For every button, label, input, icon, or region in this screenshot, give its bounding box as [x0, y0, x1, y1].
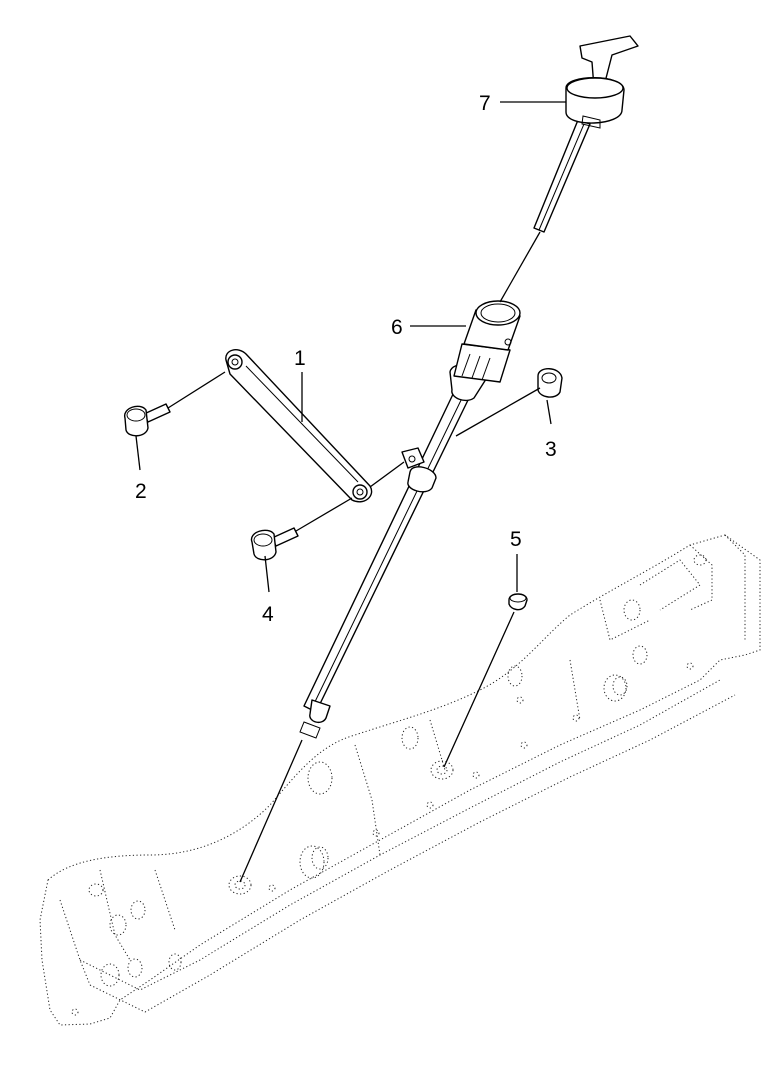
callout-7: 7 [479, 92, 491, 115]
callout-6: 6 [391, 316, 403, 339]
callout-2: 2 [135, 480, 147, 503]
engine-block [39, 534, 761, 1026]
callout-5: 5 [510, 528, 522, 551]
callout-1: 1 [294, 347, 306, 370]
oil-level-gauge [533, 35, 639, 233]
bracket [225, 349, 425, 503]
bolt-4 [250, 527, 299, 561]
bolt-2 [124, 403, 171, 437]
leader-lines [135, 101, 566, 883]
plug-5 [508, 593, 528, 611]
callout-3: 3 [545, 438, 557, 461]
guide-tube [299, 300, 521, 739]
callout-4: 4 [262, 603, 274, 626]
nut-3 [537, 368, 563, 398]
